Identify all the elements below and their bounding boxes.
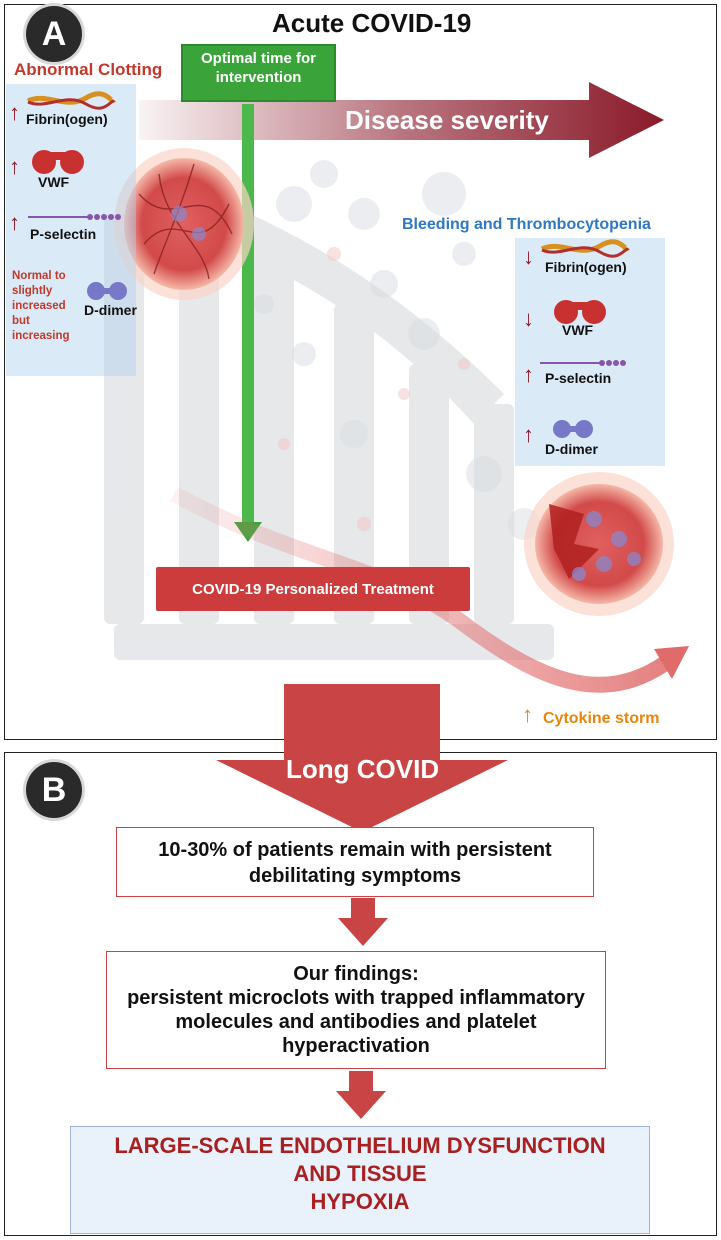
right-pselectin-up-arrow-icon: ↑ [523,362,534,387]
right-ddimer-label: D-dimer [545,441,598,457]
pselectin-up-arrow-icon: ↑ [9,210,20,235]
left-vwf-label: VWF [38,174,70,190]
vwf-up-arrow-icon: ↑ [9,154,20,179]
right-vwf-down-arrow-icon: ↓ [523,306,534,331]
final-line-3: HYPOXIA [310,1189,410,1214]
right-fibrin-down-arrow-icon: ↓ [523,244,534,269]
optimal-time-box: Optimal time for intervention [181,44,336,102]
panel-b-badge: B [26,762,82,818]
abnormal-clotting-title: Abnormal Clotting [14,60,163,79]
findings-body: persistent microclots with trapped infla… [127,987,585,1057]
final-line-2: AND TISSUE [293,1161,427,1186]
background-illustration [104,82,689,693]
right-fibrin-label: Fibrin(ogen) [545,259,627,275]
findings-box: Our findings: persistent microclots with… [106,951,606,1069]
ddimer-note: Normal to slightly increased but increas… [12,270,70,342]
right-ddimer-icon [553,420,593,438]
fibrin-up-arrow-icon: ↑ [9,100,20,125]
final-outcome-box: LARGE-SCALE ENDOTHELIUM DYSFUNCTION AND … [70,1126,650,1234]
long-covid-arrow [216,684,508,832]
disease-severity-label: Disease severity [345,105,549,135]
right-vwf-icon [554,300,606,324]
fibrin-icon [26,91,116,110]
left-ddimer-label: D-dimer [84,302,137,318]
panel-a-title: Acute COVID-19 [272,8,472,38]
right-fibrin-icon [540,239,630,258]
findings-heading: Our findings: [293,963,419,985]
right-vwf-label: VWF [562,322,594,338]
pselectin-icon [28,214,121,220]
left-fibrin-label: Fibrin(ogen) [26,111,108,127]
arrow-down-2-icon [336,1071,386,1119]
right-ddimer-up-arrow-icon: ↑ [523,422,534,447]
long-covid-label: Long COVID [286,754,440,784]
persistent-symptoms-box: 10-30% of patients remain with persisten… [116,827,594,897]
cytokine-storm-label: Cytokine storm [543,710,660,727]
vwf-icon [32,150,84,174]
right-pselectin-label: P-selectin [545,370,612,386]
panel-a-badge: A [26,6,82,62]
personalized-treatment-box: COVID-19 Personalized Treatment [156,567,470,611]
final-line-1: LARGE-SCALE ENDOTHELIUM DYSFUNCTION [114,1133,606,1158]
left-pselectin-label: P-selectin [30,226,97,242]
ddimer-icon [87,282,127,300]
right-pselectin-icon [540,360,626,366]
arrow-down-1-icon [338,898,388,946]
cytokine-up-arrow-icon: ↑ [522,702,533,727]
bleeding-thrombocytopenia-title: Bleeding and Thrombocytopenia [402,216,651,233]
left-marker-panel [6,84,136,376]
